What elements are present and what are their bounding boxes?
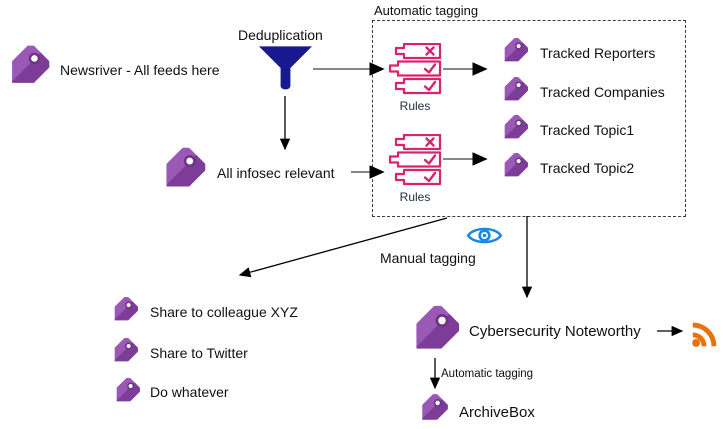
arrow-box-to-manual-tags xyxy=(238,217,448,278)
tracked-topic1-tag-icon xyxy=(499,114,529,144)
rss-icon xyxy=(692,322,717,347)
all-infosec-label: All infosec relevant xyxy=(217,165,335,181)
rules-top-label: Rules xyxy=(399,99,431,113)
newsriver-label: Newsriver - All feeds here xyxy=(60,62,220,78)
archivebox-label: ArchiveBox xyxy=(459,404,535,421)
do-whatever-tag-icon xyxy=(111,377,141,407)
tracked-topic2-label: Tracked Topic2 xyxy=(540,160,635,176)
do-whatever-label: Do whatever xyxy=(150,384,229,400)
tracked-topic2-tag-icon xyxy=(499,152,529,182)
archivebox-tag-icon xyxy=(416,393,449,426)
tracked-topic1-label: Tracked Topic1 xyxy=(540,122,635,138)
eye-icon xyxy=(466,227,503,244)
share-colleague-tag-icon xyxy=(109,296,139,326)
tracked-reporters-label: Tracked Reporters xyxy=(540,45,656,61)
tracked-companies-label: Tracked Companies xyxy=(540,84,665,100)
deduplication-label: Deduplication xyxy=(238,27,323,43)
cybersecurity-tag-icon xyxy=(406,304,461,359)
share-twitter-tag-icon xyxy=(109,337,139,367)
automatic-tagging-edge-label: Automatic tagging xyxy=(441,368,534,380)
funnel-icon xyxy=(258,46,313,90)
automatic-tagging-box-label: Automatic tagging xyxy=(374,3,479,18)
share-twitter-label: Share to Twitter xyxy=(150,345,248,361)
tracked-reporters-tag-icon xyxy=(499,37,529,67)
all-infosec-tag-icon xyxy=(157,146,207,196)
manual-tagging-label: Manual tagging xyxy=(380,250,476,266)
rules-bottom-label: Rules xyxy=(399,190,431,204)
rules-top-icon xyxy=(388,43,442,95)
automatic-tagging-box xyxy=(372,20,686,217)
rules-bottom-icon xyxy=(388,134,442,186)
tracked-companies-tag-icon xyxy=(499,76,529,106)
cybersecurity-label: Cybersecurity Noteworthy xyxy=(469,323,641,340)
newsriver-tag-icon xyxy=(3,44,51,92)
share-colleague-label: Share to colleague XYZ xyxy=(150,304,298,320)
